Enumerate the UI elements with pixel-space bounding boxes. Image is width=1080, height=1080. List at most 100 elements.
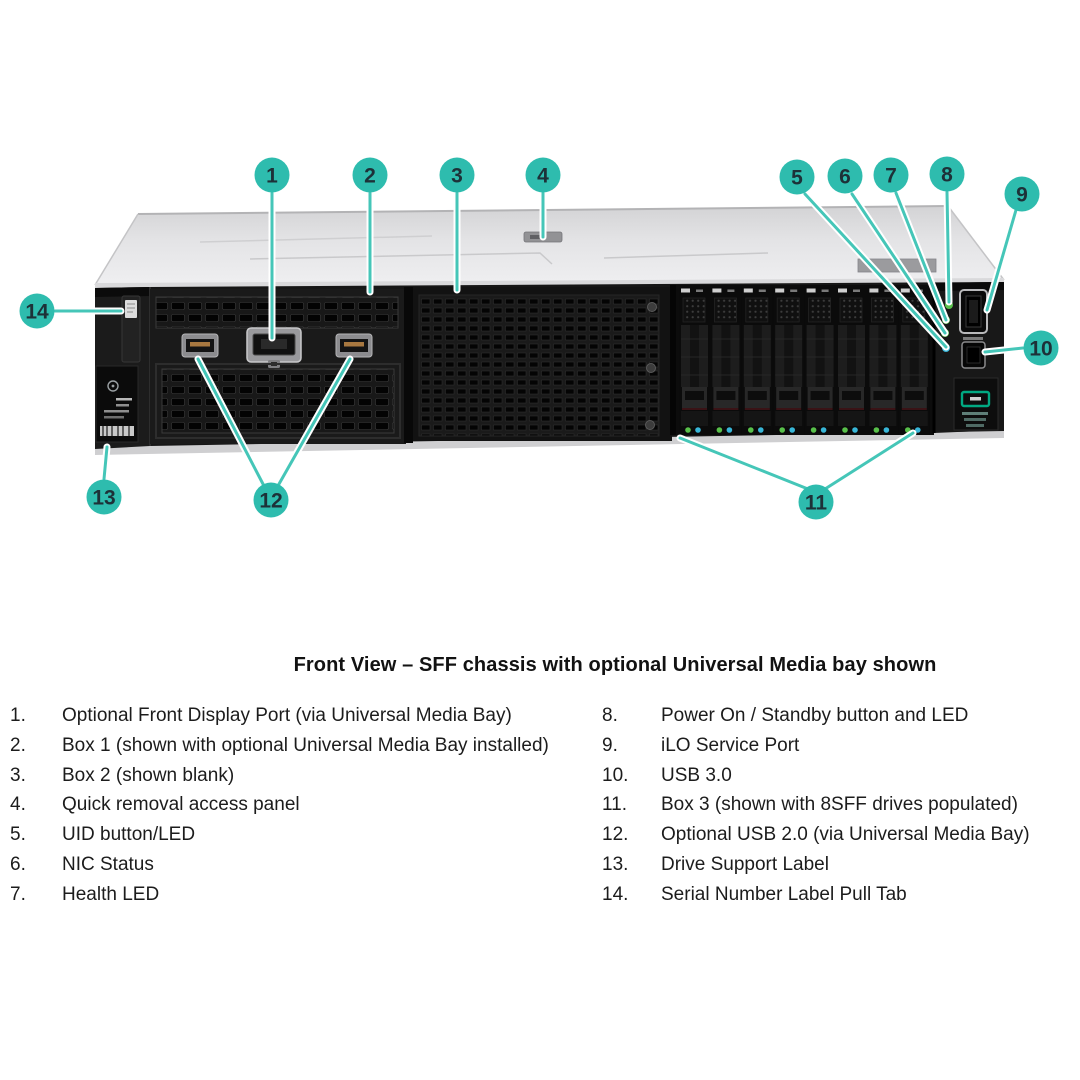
legend-item-number: 1. <box>10 705 26 726</box>
chassis-id-label <box>953 377 999 431</box>
sff-drive-3[interactable] <box>741 286 774 436</box>
right-control-panel <box>932 282 1004 433</box>
legend-item-10: 10. USB 3.0 <box>602 764 1074 794</box>
callout-lines <box>51 188 1027 493</box>
svg-text:10: 10 <box>1029 338 1052 361</box>
svg-text:11: 11 <box>805 492 828 515</box>
legend-item-7: 7. Health LED <box>10 883 595 913</box>
legend-item-12: 12. Optional USB 2.0 (via Universal Medi… <box>602 823 1074 853</box>
legend-item-1: 1. Optional Front Display Port (via Univ… <box>10 704 595 734</box>
legend-item-number: 11. <box>602 794 628 816</box>
serial-number-pull-tab[interactable] <box>121 295 141 363</box>
callout-13: 13 <box>86 479 122 515</box>
usb2-port-right[interactable] <box>335 333 373 358</box>
media-bay-top-vent <box>155 296 399 329</box>
callout-2: 2 <box>352 157 388 193</box>
box3-drive-bay <box>676 285 934 436</box>
legend-item-label: Box 2 (shown blank) <box>62 764 235 786</box>
callout-14: 14 <box>19 293 55 329</box>
callout-9: 9 <box>1004 176 1040 212</box>
hpe-logo-icon <box>960 390 991 408</box>
callout-10: 10 <box>1023 330 1059 366</box>
callout-line-11b <box>823 431 915 491</box>
legend-item-number: 7. <box>10 883 26 905</box>
front-panel <box>95 282 1004 449</box>
callout-line-12a <box>196 357 265 486</box>
media-bay-lower-vent <box>161 368 395 434</box>
usb2-port-left[interactable] <box>181 333 219 358</box>
callout-markers: 1 2 3 4 5 6 7 8 <box>19 156 1059 520</box>
drive-support-label <box>95 365 139 443</box>
sff-drive-4[interactable] <box>772 286 805 436</box>
legend-column-left: 1. Optional Front Display Port (via Univ… <box>10 704 595 913</box>
sff-drive-5[interactable] <box>804 286 837 436</box>
usb3-port[interactable] <box>961 341 986 369</box>
callout-6: 6 <box>827 158 863 194</box>
callout-line-11a <box>678 436 810 491</box>
legend-item-13: 13. Drive Support Label <box>602 853 1074 883</box>
server-front-diagram: 1 2 3 4 5 6 7 8 <box>19 156 1059 520</box>
callout-line-10 <box>983 346 1025 354</box>
legend-item-number: 14. <box>602 883 629 905</box>
ilo-service-port[interactable] <box>959 289 988 340</box>
legend-item-number: 5. <box>10 824 26 846</box>
svg-text:1: 1 <box>266 165 278 188</box>
legend-item-number: 4. <box>10 794 26 816</box>
legend-item-label: Drive Support Label <box>661 853 829 875</box>
legend-item-11: 11. Box 3 (shown with 8SFF drives popula… <box>602 793 1074 823</box>
svg-text:3: 3 <box>451 165 463 188</box>
box2-blank-panel <box>413 287 672 441</box>
callout-8: 8 <box>929 156 965 192</box>
box1-universal-media-bay <box>150 289 406 444</box>
legend-item-label: Power On / Standby button and LED <box>661 705 969 726</box>
legend-item-number: 3. <box>10 764 26 786</box>
legend-item-number: 2. <box>10 734 26 756</box>
svg-text:14: 14 <box>25 301 49 324</box>
figure-caption: Front View – SFF chassis with optional U… <box>293 654 937 676</box>
legend-item-6: 6. NIC Status <box>10 853 595 883</box>
callout-11: 11 <box>798 484 834 520</box>
legend-column-right: 8. Power On / Standby button and LED 9. … <box>602 704 1074 913</box>
callout-line-9 <box>985 208 1018 312</box>
svg-text:7: 7 <box>885 165 897 188</box>
legend-item-2: 2. Box 1 (shown with optional Universal … <box>10 734 595 764</box>
chassis-bottom-lip <box>95 430 1004 455</box>
callout-4: 4 <box>525 157 561 193</box>
legend-item-label: iLO Service Port <box>661 734 800 756</box>
callout-line-7 <box>894 191 948 322</box>
callout-1: 1 <box>254 157 290 193</box>
legend-item-label: Health LED <box>62 883 160 905</box>
legend-item-label: USB 3.0 <box>661 764 732 786</box>
server-illustration: 1 2 3 4 5 6 7 8 <box>19 156 1059 520</box>
callout-3: 3 <box>439 157 475 193</box>
legend-item-number: 6. <box>10 853 26 875</box>
svg-text:5: 5 <box>791 167 803 190</box>
callout-5: 5 <box>779 159 815 195</box>
svg-text:8: 8 <box>941 164 953 187</box>
legend-item-label: Serial Number Label Pull Tab <box>661 883 907 905</box>
callout-line-5 <box>803 192 948 349</box>
legend-item-label: UID button/LED <box>62 824 196 846</box>
callout-12: 12 <box>253 482 289 518</box>
svg-text:9: 9 <box>1016 184 1028 207</box>
callout-line-12b <box>277 357 352 486</box>
svg-text:4: 4 <box>537 165 549 188</box>
svg-text:2: 2 <box>364 165 376 188</box>
legend-item-5: 5. UID button/LED <box>10 823 595 853</box>
svg-text:6: 6 <box>839 166 851 189</box>
legend-item-number: 13. <box>602 853 629 875</box>
sff-drive-1[interactable] <box>678 286 711 436</box>
legend-item-number: 10. <box>602 764 629 786</box>
legend-item-9: 9. iLO Service Port <box>602 734 1074 764</box>
legend-item-label: NIC Status <box>62 853 154 875</box>
legend-item-14: 14. Serial Number Label Pull Tab <box>602 883 1074 913</box>
callout-line-6 <box>850 192 947 335</box>
sff-drive-6[interactable] <box>835 286 868 436</box>
legend-item-label: Box 3 (shown with 8SFF drives populated) <box>661 794 1018 816</box>
legend-item-label: Optional Front Display Port (via Univers… <box>62 705 512 726</box>
svg-text:12: 12 <box>259 490 282 513</box>
svg-text:13: 13 <box>92 487 115 510</box>
sff-drive-2[interactable] <box>709 286 742 436</box>
legend-item-number: 12. <box>602 824 629 846</box>
sff-drive-7[interactable] <box>866 286 899 436</box>
